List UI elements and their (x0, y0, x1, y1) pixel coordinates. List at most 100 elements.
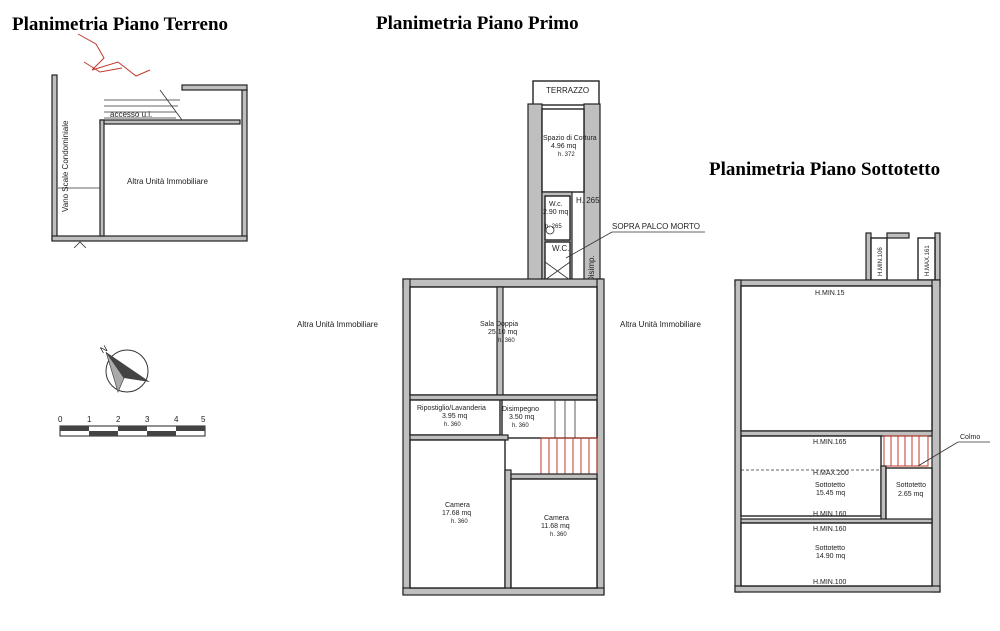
wc-fixture (545, 225, 555, 235)
attic-upper-space (740, 285, 933, 432)
colmo-leader (917, 441, 959, 467)
kitchen-name: Spazio di Cottura (543, 135, 597, 142)
bedroom2-name: Camera (544, 515, 569, 522)
ground-wall-left (51, 74, 58, 241)
attic-mid-wall (740, 430, 933, 437)
attic-room-1 (740, 435, 882, 517)
attic2-name: Sottotetto (815, 545, 845, 552)
attic2-area: 14.90 mq (816, 553, 845, 560)
ground-wall-bottom (51, 235, 248, 242)
hall-height: h. 360 (512, 423, 529, 429)
wc-small-area: 2.90 mq (543, 209, 568, 216)
wc-label: W.C. (552, 244, 569, 253)
attic-colmo: Colmo (960, 434, 980, 441)
kitchen-wall-left (527, 103, 543, 287)
mid-wall (409, 394, 598, 401)
attic-small-name: Sottotetto (896, 482, 926, 489)
bedroom-partition (504, 469, 512, 589)
bedroom2-height: h. 360 (550, 532, 567, 538)
attic-wall-top (734, 279, 941, 287)
disimp-side-label: Disimp. (587, 255, 596, 282)
attic-hmin15: H.MIN.15 (815, 290, 845, 297)
kitchen-height: h. 372 (558, 152, 575, 158)
title-attic-floor: Planimetria Piano Sottotetto (709, 159, 941, 180)
scale-bar: 0 1 2 3 4 5 (58, 415, 206, 437)
wc-small-height: h. 265 (545, 224, 562, 230)
attic-top-wall-left (865, 232, 872, 281)
attic-hmin165: H.MIN.165 (813, 439, 847, 446)
living-area: 25.10 mq (488, 329, 517, 336)
storage-area: 3.95 mq (442, 413, 467, 420)
ground-staircase-label: Vano Scale Condominiale (61, 120, 70, 212)
bedroom1-height: h. 360 (451, 519, 468, 525)
hall-name: Disimpegno (502, 406, 539, 413)
bedroom1-area: 17.68 mq (442, 510, 471, 517)
loft-note: SOPRA PALCO MORTO (612, 222, 700, 231)
red-sketch-mark (77, 33, 151, 77)
bedroom1-name: Camera (445, 502, 470, 509)
bedroom-1 (409, 439, 506, 589)
title-first-floor: Planimetria Piano Primo (376, 13, 579, 34)
bedroom-2 (510, 478, 598, 589)
wc-lower-cross-2 (544, 261, 571, 281)
attic-hmin106: H.MIN.106 (878, 247, 884, 276)
scale-tick-4: 4 (174, 415, 179, 424)
first-floor-plan: TERRAZZO Spazio di Cottura 4.96 mq h. 37… (297, 80, 705, 596)
attic-small-wall (880, 465, 887, 523)
ground-stair-wall (99, 119, 105, 237)
main-wall-right (596, 278, 605, 595)
ground-wall-top-right (181, 84, 248, 91)
ground-floor-plan: accesso u.i. Vano Scale Condominiale Alt… (51, 33, 248, 249)
scale-tick-5: 5 (201, 415, 206, 424)
scale-tick-0: 0 (58, 415, 63, 424)
living-height: h. 360 (498, 338, 515, 344)
h265-label: H. 265 (576, 196, 600, 205)
hall-area: 3.50 mq (509, 414, 534, 421)
kitchen-room (541, 108, 585, 193)
attic1-area: 15.45 mq (816, 490, 845, 497)
storage-height: h. 360 (444, 422, 461, 428)
scale-tick-1: 1 (87, 415, 92, 424)
attic-top-wall-mid (886, 232, 910, 239)
terrace-label: TERRAZZO (546, 86, 589, 95)
wc-room (544, 195, 571, 241)
ground-wall-right (241, 89, 248, 241)
main-wall-top (402, 278, 604, 288)
first-other-unit-right: Altra Unità Immobiliare (620, 320, 701, 329)
red-sketch-mark-2 (83, 61, 123, 73)
hall-room (501, 399, 598, 439)
ground-other-unit-label: Altra Unità Immobiliare (127, 177, 208, 186)
north-arrow: N (99, 343, 150, 393)
bedroom2-area: 11.68 mq (541, 523, 570, 530)
scale-tick-2: 2 (116, 415, 121, 424)
attic-top-wall-right (934, 232, 941, 281)
bedroom2-top-wall (510, 473, 598, 480)
attic-room-2 (740, 522, 933, 587)
first-other-unit-left: Altra Unità Immobiliare (297, 320, 378, 329)
ground-entry-arrow (73, 241, 87, 249)
attic-small-room (885, 467, 933, 523)
attic-wall-left (734, 279, 742, 593)
ground-access-label: accesso u.i. (110, 110, 152, 119)
attic-hmax200: H.MAX.200 (813, 470, 849, 477)
attic-hmin160-b-overlay: H.MIN.160 (813, 526, 847, 533)
ground-inner-wall (99, 119, 241, 125)
attic-wall-bottom (734, 585, 941, 593)
loft-note-leader (565, 231, 613, 259)
bedroom-top-wall (409, 434, 509, 441)
wc-lower-room (544, 241, 571, 281)
attic-floor-plan: H.MIN.106 H.MAX.161 H.MIN.15 H.MIN.165 H… (734, 232, 990, 593)
living-name: Sala Doppia (480, 321, 518, 328)
scale-tick-3: 3 (145, 415, 150, 424)
north-label: N (99, 343, 110, 355)
attic-wall-right (931, 279, 941, 593)
attic-hmax161: H.MAX.161 (925, 245, 931, 276)
attic-small-area: 2.65 mq (898, 491, 923, 498)
storage-room (409, 399, 501, 436)
kitchen-area: 4.96 mq (551, 143, 576, 150)
attic1-name: Sottotetto (815, 482, 845, 489)
attic-stairs (883, 435, 929, 467)
terrace (532, 80, 600, 106)
title-ground-floor: Planimetria Piano Terreno (12, 14, 229, 35)
storage-name: Ripostiglio/Lavanderia (417, 405, 486, 412)
